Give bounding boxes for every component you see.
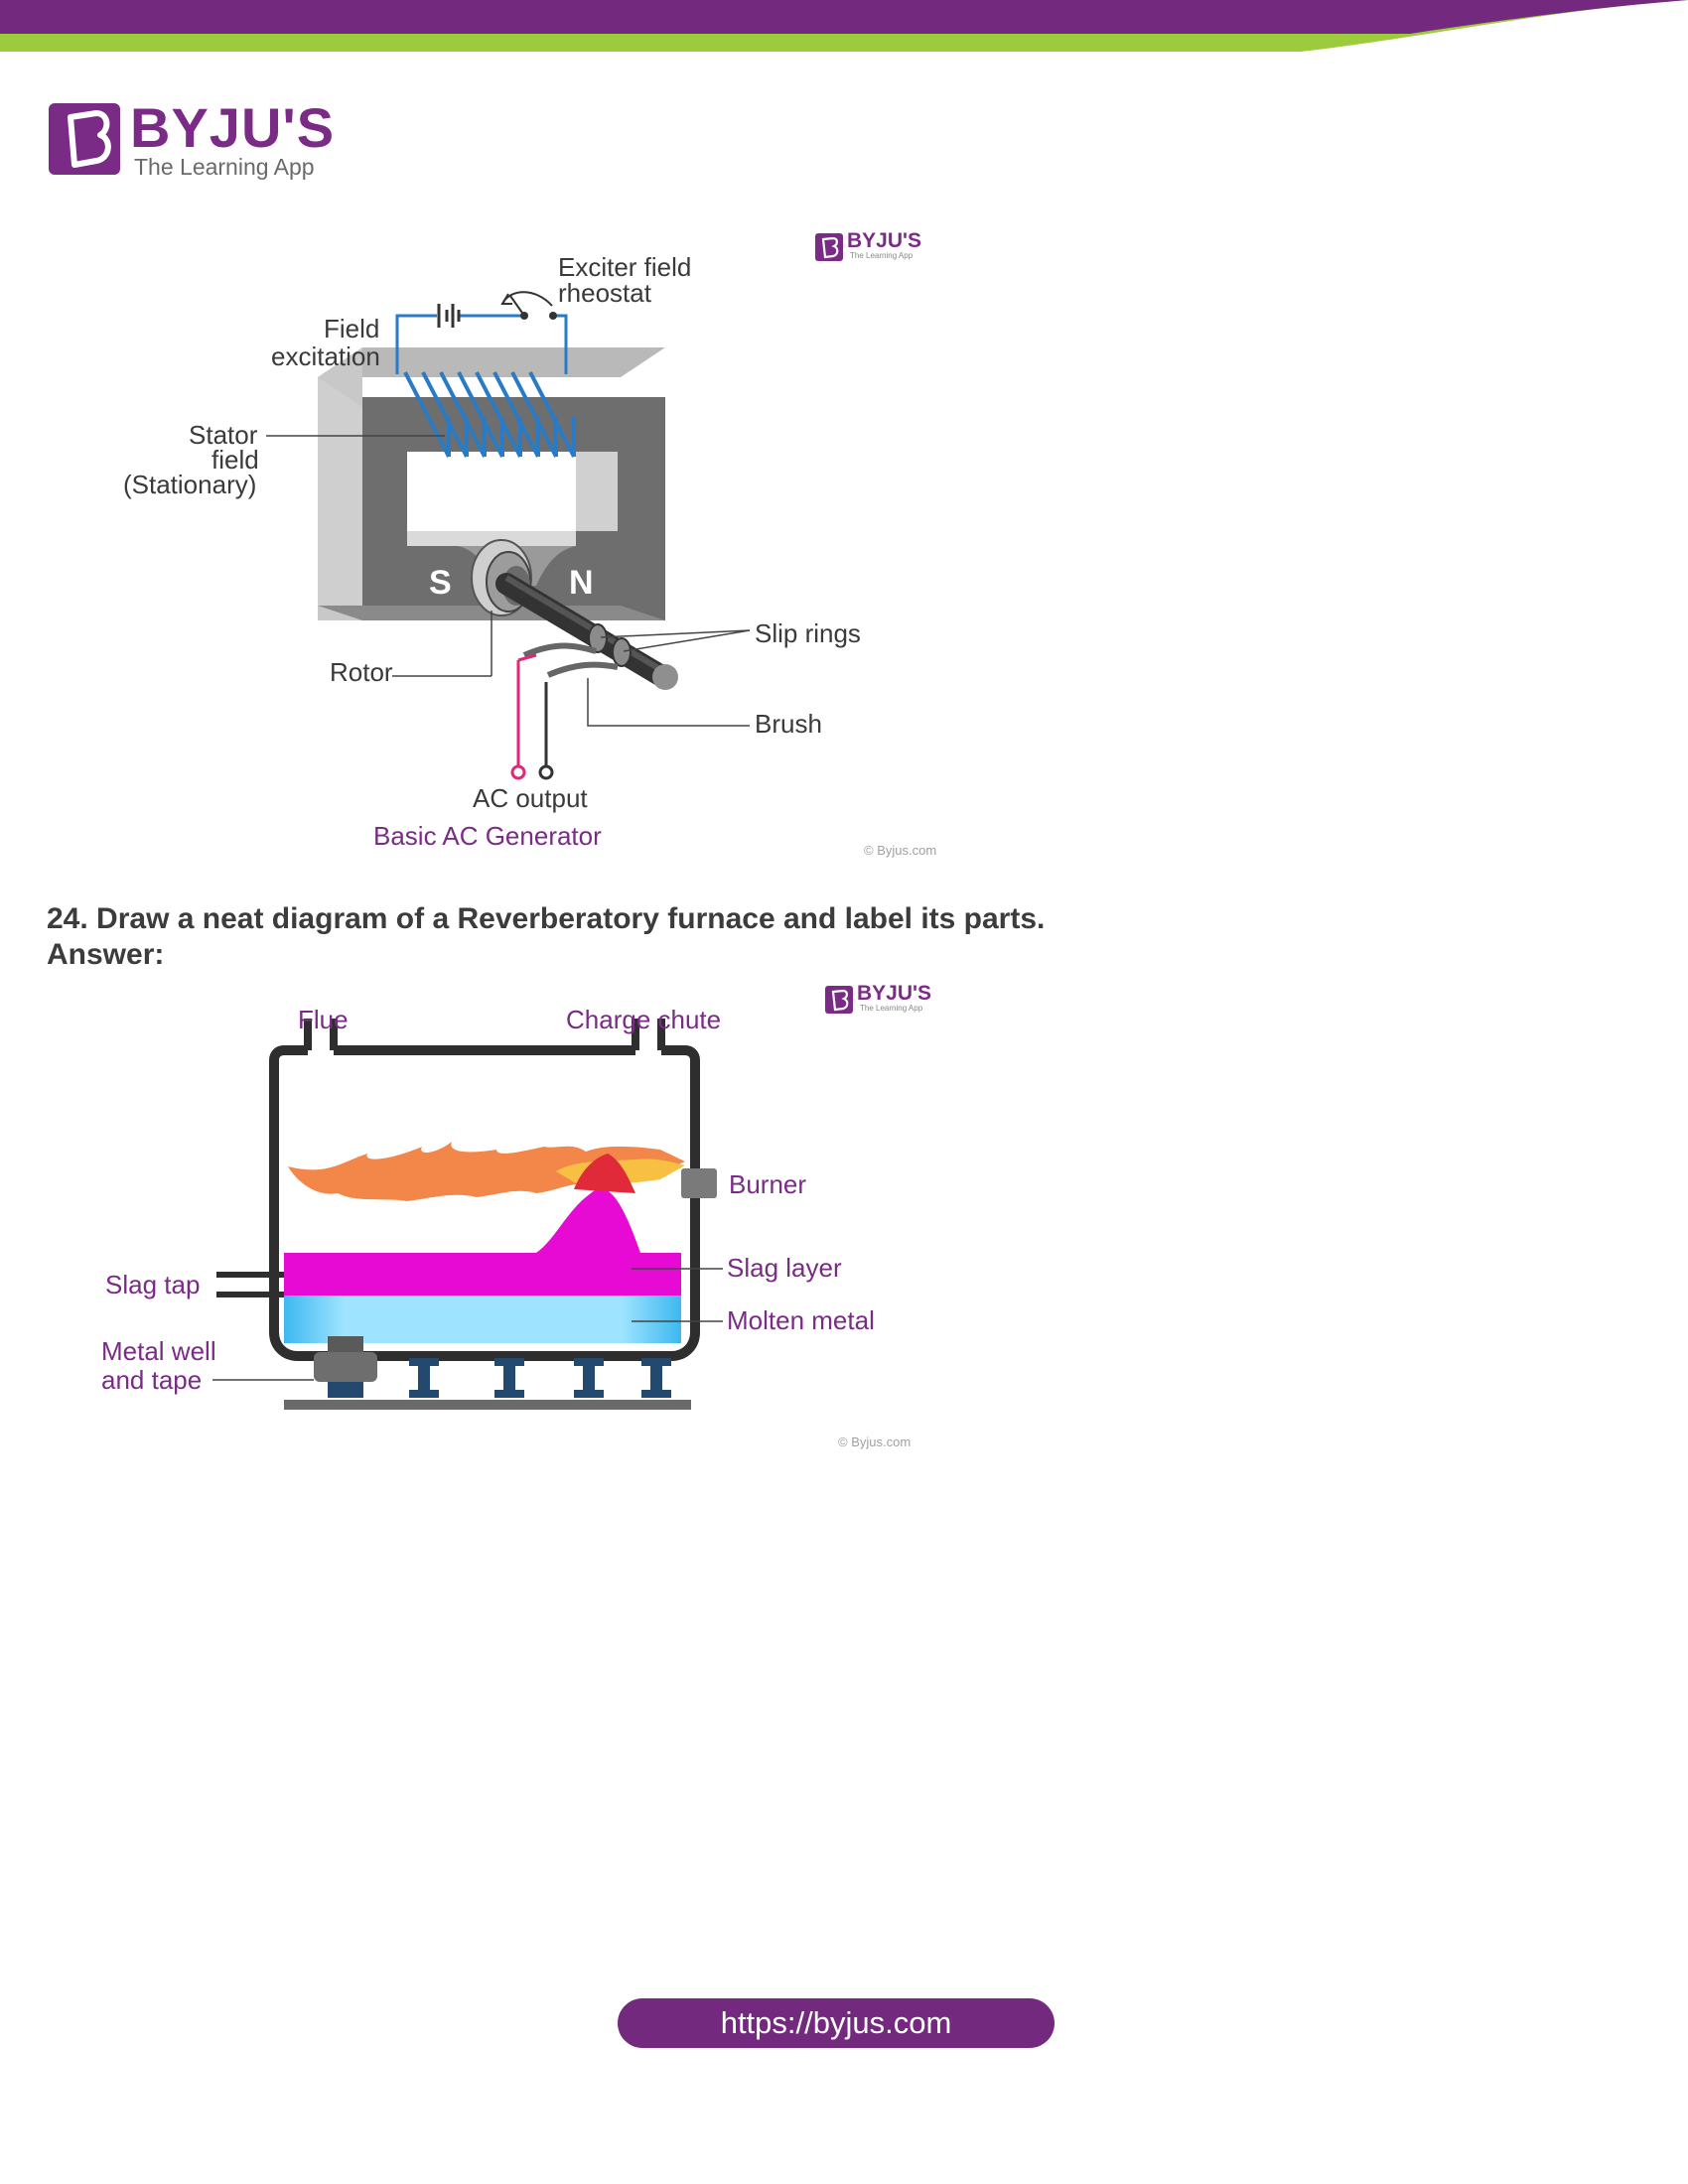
- label-flue: Flue: [298, 1005, 349, 1034]
- byjus-watermark-icon: [825, 986, 853, 1014]
- flame-shape: [288, 1142, 685, 1201]
- label-molten-metal: Molten metal: [727, 1305, 875, 1335]
- label-and-tape: and tape: [101, 1365, 203, 1395]
- slag-layer-shape: [284, 1188, 681, 1296]
- furnace-base: [284, 1400, 691, 1410]
- byjus-watermark-icon: [815, 233, 843, 261]
- diagram-watermark-logo: BYJU'S The Learning App: [814, 229, 933, 264]
- label-brush: Brush: [755, 709, 822, 739]
- ac-generator-diagram: BYJU'S The Learning App: [0, 218, 993, 864]
- diagram1-caption: Basic AC Generator: [373, 821, 602, 851]
- pole-n-label: N: [569, 564, 594, 602]
- label-slag-tap: Slag tap: [105, 1270, 201, 1299]
- question-text: 24. Draw a neat diagram of a Reverberato…: [47, 902, 1046, 935]
- field-coil-shape: [403, 371, 576, 458]
- label-rotor: Rotor: [330, 657, 393, 687]
- label-field: Field: [324, 314, 380, 343]
- furnace-drawing: [212, 1019, 723, 1410]
- molten-metal-layer: [284, 1296, 681, 1343]
- diagram2-copyright: © Byjus.com: [838, 1434, 912, 1449]
- logo-tagline: The Learning App: [134, 154, 315, 180]
- header-banner: [0, 0, 1688, 52]
- watermark-brand-name: BYJU'S: [847, 229, 922, 252]
- byjus-logo-mark-icon: [49, 103, 120, 175]
- metal-well-shape: [314, 1336, 377, 1382]
- label-slip-rings: Slip rings: [755, 618, 861, 648]
- label-slag-layer: Slag layer: [727, 1253, 842, 1283]
- burner-shape: [681, 1168, 717, 1198]
- furnace-supports: [328, 1358, 671, 1398]
- pole-s-label: S: [429, 564, 452, 602]
- footer-url-link[interactable]: https://byjus.com: [618, 1998, 1055, 2048]
- excitation-circuit: [395, 314, 568, 374]
- label-metal-well: Metal well: [101, 1336, 216, 1366]
- byjus-logo: BYJU'S The Learning App: [47, 96, 345, 181]
- label-rheostat: rheostat: [558, 278, 651, 308]
- logo-brand-name: BYJU'S: [130, 96, 336, 159]
- rheostat-switch-icon: [500, 291, 557, 320]
- label-ac-output: AC output: [473, 783, 588, 813]
- watermark2-brand-name: BYJU'S: [857, 982, 932, 1005]
- battery-icon: [437, 304, 461, 328]
- label-field-2: field: [211, 445, 259, 475]
- label-burner: Burner: [729, 1169, 807, 1199]
- watermark2-tagline: The Learning App: [860, 1004, 923, 1013]
- watermark-tagline: The Learning App: [850, 251, 914, 260]
- label-exciter-field: Exciter field: [558, 252, 692, 282]
- question-block: 24. Draw a neat diagram of a Reverberato…: [47, 901, 1045, 973]
- ac-generator-drawing: [266, 291, 751, 780]
- answer-label: Answer:: [47, 938, 165, 971]
- furnace-diagram: BYJU'S The Learning App: [0, 973, 993, 1469]
- rotor-shape: [471, 539, 678, 690]
- label-stationary: (Stationary): [123, 470, 257, 499]
- label-stator: Stator: [189, 420, 258, 450]
- diagram2-watermark-logo: BYJU'S The Learning App: [824, 982, 943, 1017]
- diagram1-copyright: © Byjus.com: [864, 843, 937, 858]
- label-excitation: excitation: [271, 341, 380, 371]
- label-charge-chute: Charge chute: [566, 1005, 722, 1034]
